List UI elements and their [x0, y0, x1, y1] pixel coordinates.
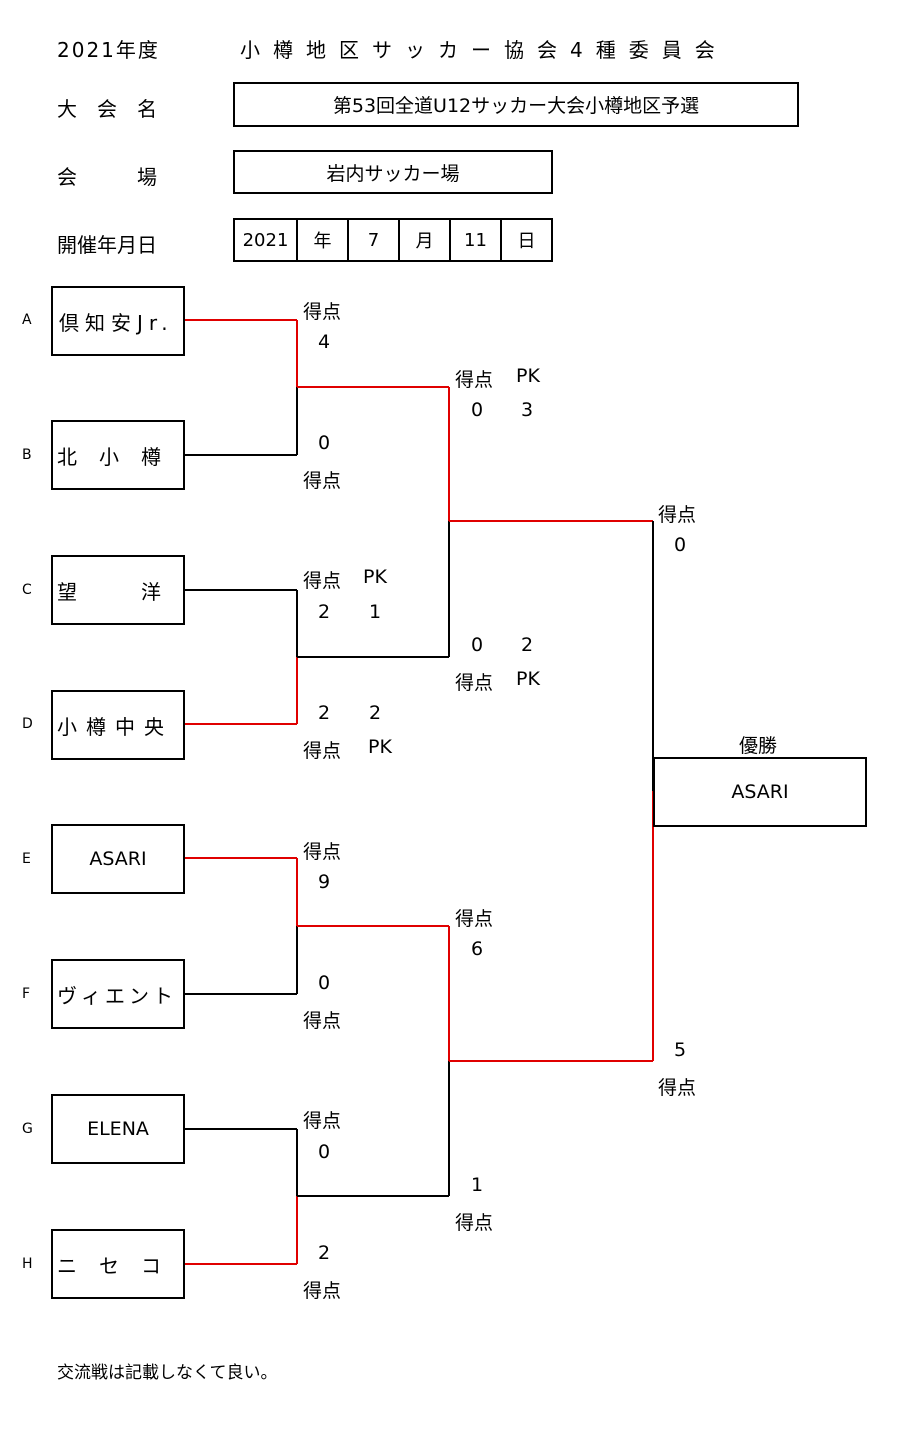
slot-letter-b: B [22, 447, 32, 463]
score-label: 得点 [455, 672, 494, 694]
tournament-label: 大 会 名 [57, 97, 157, 121]
score-value: 0 [471, 634, 484, 656]
pk-label: PK [368, 736, 392, 758]
score-value: 1 [471, 1174, 484, 1196]
score-label: 得点 [455, 1212, 494, 1234]
score-label: 得点 [455, 369, 494, 391]
team-name-h: ニ セ コ [57, 1253, 162, 1278]
score-value: 0 [318, 432, 331, 454]
score-label: 得点 [455, 908, 494, 930]
pk-label: PK [363, 566, 387, 588]
score-label: 得点 [303, 301, 342, 323]
score-label: 得点 [303, 1110, 342, 1132]
score-value: 2 [318, 601, 331, 623]
pk-value: 3 [521, 399, 534, 421]
slot-letter-g: G [22, 1121, 33, 1137]
team-name-b: 北 小 樽 [57, 444, 162, 469]
footnote: 交流戦は記載しなくて良い。 [57, 1363, 278, 1383]
team-box-g: ELENA [51, 1094, 185, 1164]
team-name-g: ELENA [87, 1118, 149, 1140]
team-box-d: 小樽中央 [51, 690, 185, 760]
tournament-name-box: 第53回全道U12サッカー大会小樽地区予選 [233, 82, 799, 127]
pk-label: PK [516, 668, 540, 690]
date-label: 開催年月日 [57, 233, 157, 257]
score-label: 得点 [303, 841, 342, 863]
team-name-d: 小樽中央 [57, 714, 173, 739]
score-label: 得点 [303, 470, 342, 492]
slot-letter-c: C [22, 582, 32, 598]
score-value: 9 [318, 871, 331, 893]
team-box-b: 北 小 樽 [51, 420, 185, 490]
committee-name: 小樽地区サッカー協会4種委員会 [240, 38, 728, 62]
team-name-f: ヴィエント [57, 983, 177, 1008]
score-value: 0 [318, 1141, 331, 1163]
score-value: 4 [318, 331, 331, 353]
pk-value: 1 [369, 601, 382, 623]
score-value: 0 [471, 399, 484, 421]
score-label: 得点 [303, 570, 342, 592]
year-label: 2021年度 [57, 38, 160, 62]
slot-letter-h: H [22, 1256, 33, 1272]
team-box-e: ASARI [51, 824, 185, 894]
champion-box: ASARI [653, 757, 867, 827]
champion-label: 優勝 [739, 735, 778, 757]
team-box-h: ニ セ コ [51, 1229, 185, 1299]
slot-letter-e: E [22, 851, 31, 867]
champion-name: ASARI [731, 781, 789, 803]
score-label: 得点 [303, 1280, 342, 1302]
team-box-f: ヴィエント [51, 959, 185, 1029]
score-value: 2 [318, 702, 331, 724]
pk-value: 2 [521, 634, 534, 656]
score-label: 得点 [303, 740, 342, 762]
slot-letter-f: F [22, 986, 31, 1002]
score-label: 得点 [658, 1077, 697, 1099]
score-value: 5 [674, 1039, 687, 1061]
team-name-c: 望 洋 [57, 579, 162, 604]
score-label: 得点 [303, 1010, 342, 1032]
slot-letter-d: D [22, 716, 33, 732]
team-name-e: ASARI [89, 848, 147, 870]
slot-letter-a: A [22, 312, 32, 328]
score-value: 0 [674, 534, 687, 556]
team-box-a: 倶知安Jr. [51, 286, 185, 356]
pk-value: 2 [369, 702, 382, 724]
date-day-unit: 日 [500, 218, 553, 262]
team-box-c: 望 洋 [51, 555, 185, 625]
score-value: 6 [471, 938, 484, 960]
team-name-a: 倶知安Jr. [59, 310, 174, 335]
score-label: 得点 [658, 504, 697, 526]
score-value: 2 [318, 1242, 331, 1264]
tournament-name: 第53回全道U12サッカー大会小樽地区予選 [332, 95, 700, 117]
pk-label: PK [516, 365, 540, 387]
venue-name: 岩内サッカー場 [326, 162, 460, 185]
venue-label: 会 場 [57, 165, 157, 189]
score-value: 0 [318, 972, 331, 994]
venue-name-box: 岩内サッカー場 [233, 150, 553, 194]
